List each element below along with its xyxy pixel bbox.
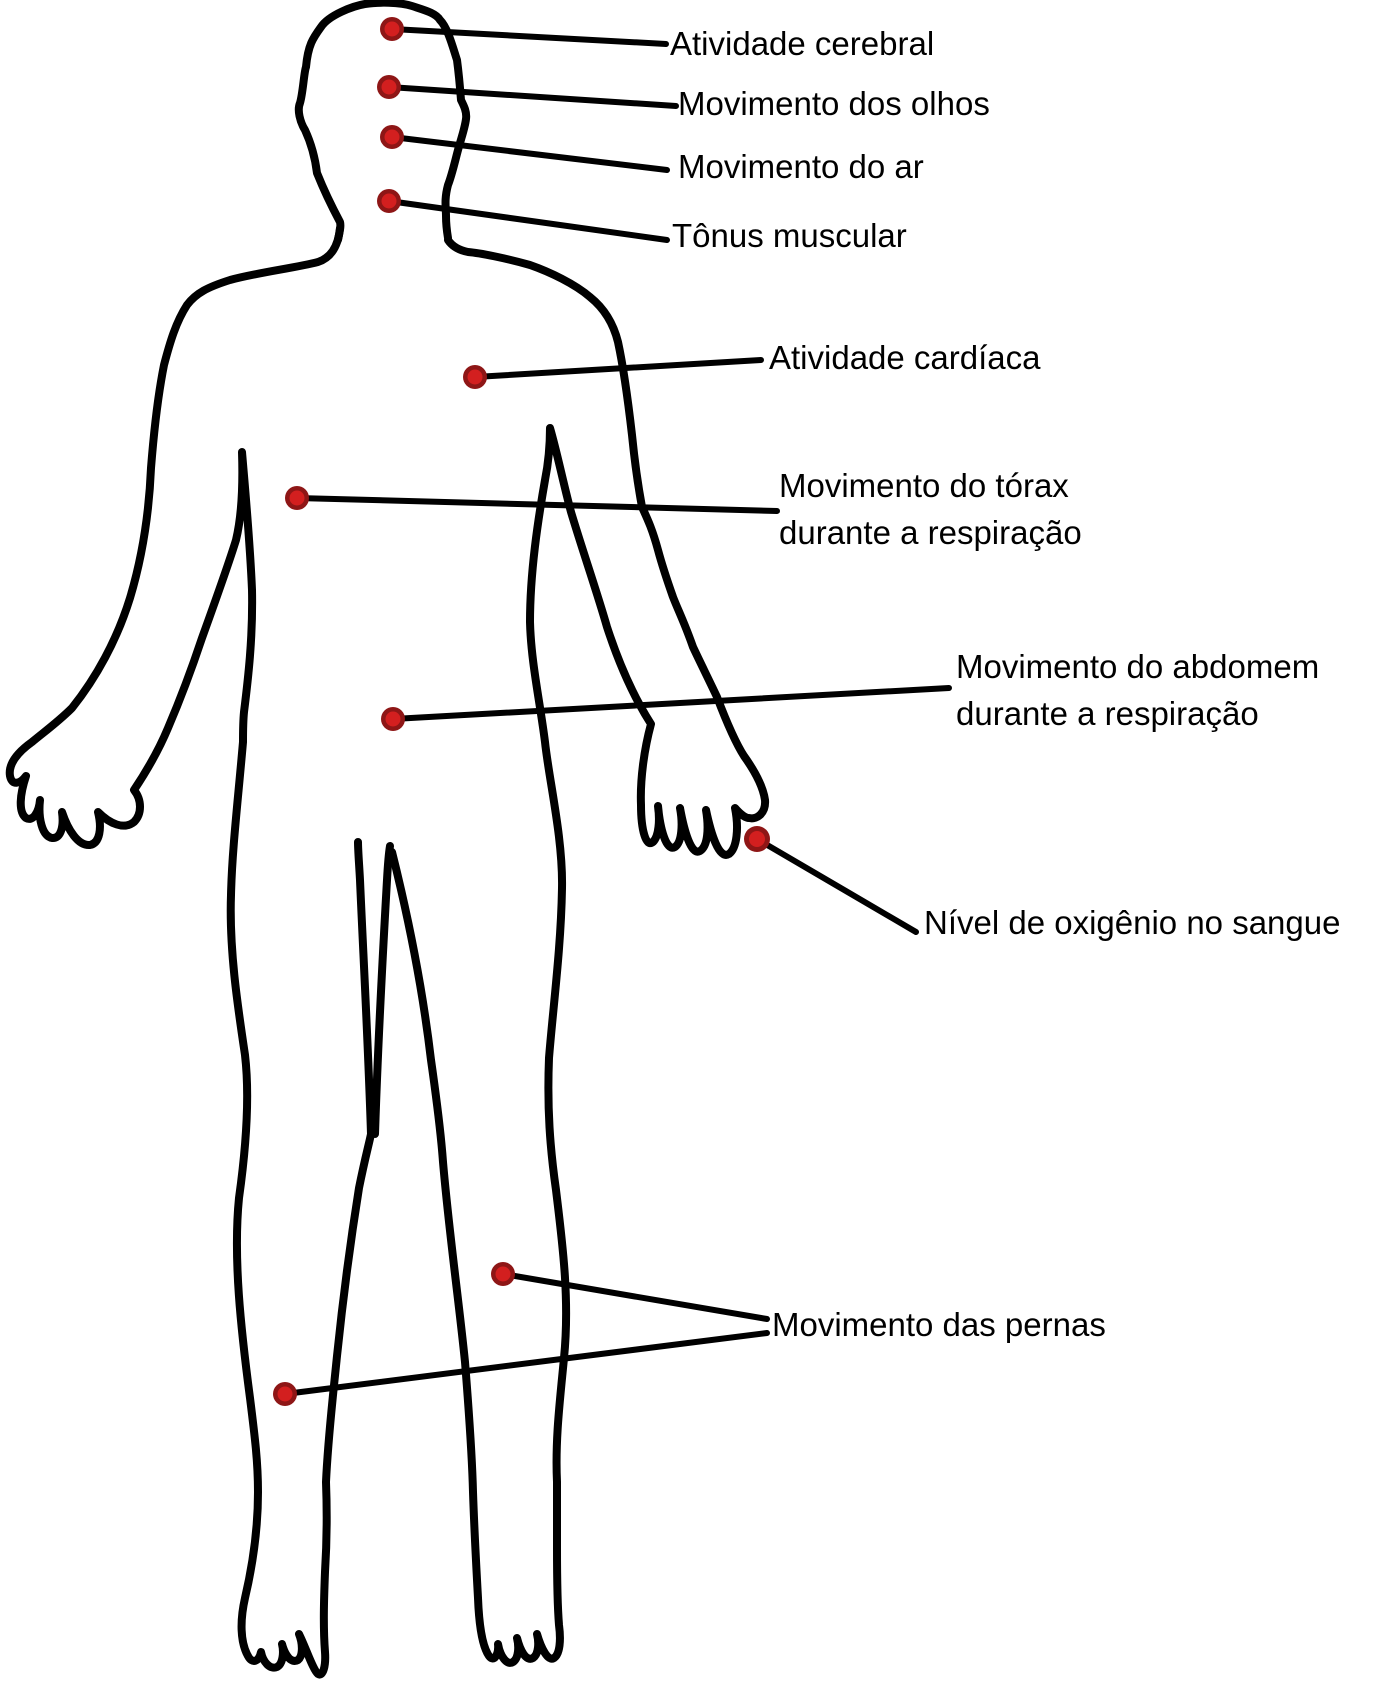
- label-thorax-line2: durante a respiração: [779, 514, 1082, 551]
- leader-heart: [472, 357, 764, 380]
- leader-air: [389, 134, 670, 173]
- sensor-dots: [273, 17, 770, 1406]
- sensor-dot-oxygen: [744, 826, 770, 852]
- label-air-movement: Movimento do ar: [678, 148, 924, 185]
- leader-thorax: [294, 495, 780, 514]
- right-body-outline: [388, 236, 770, 1667]
- head-outline: [294, 0, 471, 244]
- leader-lines: [282, 26, 952, 1397]
- label-brain-activity: Atividade cerebral: [670, 25, 935, 62]
- sensor-dot-eyes: [377, 75, 401, 99]
- leader-eyes: [386, 84, 679, 109]
- sensor-dot-heart: [463, 365, 487, 389]
- leader-leg-right: [500, 1271, 770, 1322]
- leader-brain: [389, 26, 669, 47]
- label-leg-movement: Movimento das pernas: [772, 1306, 1106, 1343]
- label-thorax-line1: Movimento do tórax: [779, 467, 1069, 504]
- leader-leg-left: [282, 1330, 770, 1397]
- label-abdomen-movement: Movimento do abdomem durante a respiraçã…: [956, 643, 1319, 737]
- sensor-dot-abdomen: [381, 707, 405, 731]
- label-abdomen-line1: Movimento do abdomem: [956, 648, 1320, 685]
- leader-muscle-tone: [386, 198, 670, 243]
- label-muscle-tone: Tônus muscular: [672, 217, 907, 254]
- label-abdomen-line2: durante a respiração: [956, 695, 1259, 732]
- label-eye-movement: Movimento dos olhos: [678, 85, 990, 122]
- body-outline: [5, 0, 770, 1679]
- inner-thigh-gap: [371, 842, 394, 1138]
- label-thorax-movement: Movimento do tórax durante a respiração: [779, 462, 1082, 556]
- sensor-dot-leg-left: [273, 1382, 297, 1406]
- sensor-dot-brain: [380, 17, 404, 41]
- label-cardiac-activity: Atividade cardíaca: [769, 339, 1041, 376]
- leader-abdomen: [390, 685, 952, 722]
- sensor-dot-air: [380, 125, 404, 149]
- label-blood-oxygen: Nível de oxigênio no sangue: [924, 904, 1341, 941]
- sensor-dot-thorax: [285, 486, 309, 510]
- sensor-dot-muscle-tone: [377, 189, 401, 213]
- sensor-dot-leg-right: [491, 1262, 515, 1286]
- leader-oxygen: [754, 836, 919, 935]
- left-body-outline: [5, 224, 375, 1679]
